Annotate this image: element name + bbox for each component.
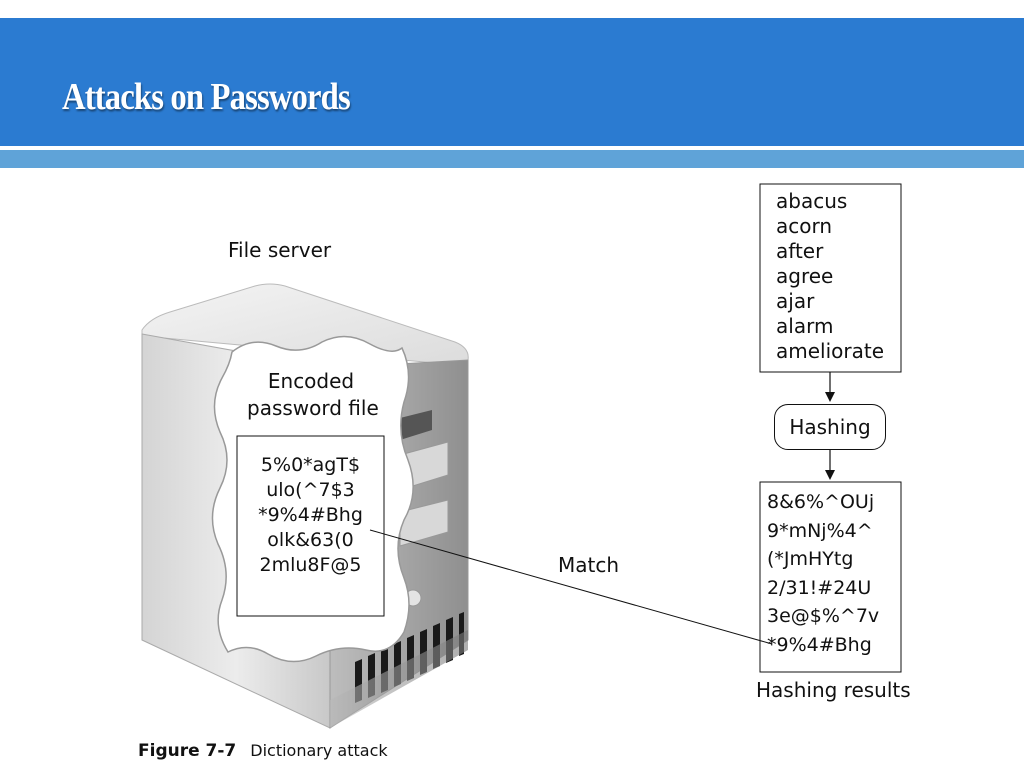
dictionary-word: after <box>776 239 824 263</box>
encoded-file-label-line2: password file <box>247 396 379 420</box>
dictionary-word-list: abacus acorn after agree ajar alarm amel… <box>776 189 884 364</box>
hashed-word: (*JmHYtg <box>767 548 854 570</box>
slide-title: Attacks on Passwords <box>62 76 351 118</box>
title-bar: Attacks on Passwords <box>0 18 1024 146</box>
dictionary-word: alarm <box>776 314 834 338</box>
encoded-password-item: olk&63(0 <box>267 529 354 551</box>
encoded-password-item: 5%0*agT$ <box>260 454 361 476</box>
hashed-word-list: 8&6%^OUj 9*mNj%4^ (*JmHYtg 2/31!#24U 3e@… <box>767 488 879 659</box>
hashing-results-label: Hashing results <box>756 678 911 702</box>
dictionary-word: agree <box>776 264 834 288</box>
hashed-word: 2/31!#24U <box>767 576 872 599</box>
figure-caption: Figure 7-7 Dictionary attack <box>138 741 388 761</box>
dictionary-word: ameliorate <box>776 339 885 363</box>
encoded-passwords-list: 5%0*agT$ ulo(^7$3 *9%4#Bhg olk&63(0 2mlu… <box>238 453 383 578</box>
hashing-label: Hashing <box>789 415 871 439</box>
figure-number: Figure 7-7 <box>138 741 237 761</box>
encoded-password-item: *9%4#Bhg <box>258 504 363 526</box>
dictionary-word: ajar <box>776 289 815 313</box>
flow-arrows <box>825 372 835 480</box>
header-accent-stripe <box>0 150 1024 168</box>
hashed-word: *9%4#Bhg <box>767 633 872 656</box>
dictionary-box <box>759 183 902 373</box>
file-server-label: File server <box>228 238 332 262</box>
encoded-file-label: Encoded password file <box>247 368 379 422</box>
hashing-results-box <box>759 481 902 673</box>
encoded-password-item: ulo(^7$3 <box>266 479 355 501</box>
dictionary-word: acorn <box>776 214 833 238</box>
encoded-password-item: 2mlu8F@5 <box>259 554 362 576</box>
match-label: Match <box>558 553 620 577</box>
hashed-word: 3e@$%^7v <box>767 605 880 627</box>
figure-caption-text: Dictionary attack <box>250 741 388 760</box>
hashing-step: Hashing <box>774 404 886 450</box>
encoded-passwords-box <box>236 435 385 617</box>
hashed-word: 9*mNj%4^ <box>767 519 873 542</box>
top-margin <box>0 0 1024 18</box>
encoded-file-label-line1: Encoded <box>267 369 355 393</box>
dictionary-word: abacus <box>776 189 848 213</box>
match-line <box>369 529 773 645</box>
header-divider <box>0 146 1024 150</box>
hashed-word: 8&6%^OUj <box>767 491 875 513</box>
